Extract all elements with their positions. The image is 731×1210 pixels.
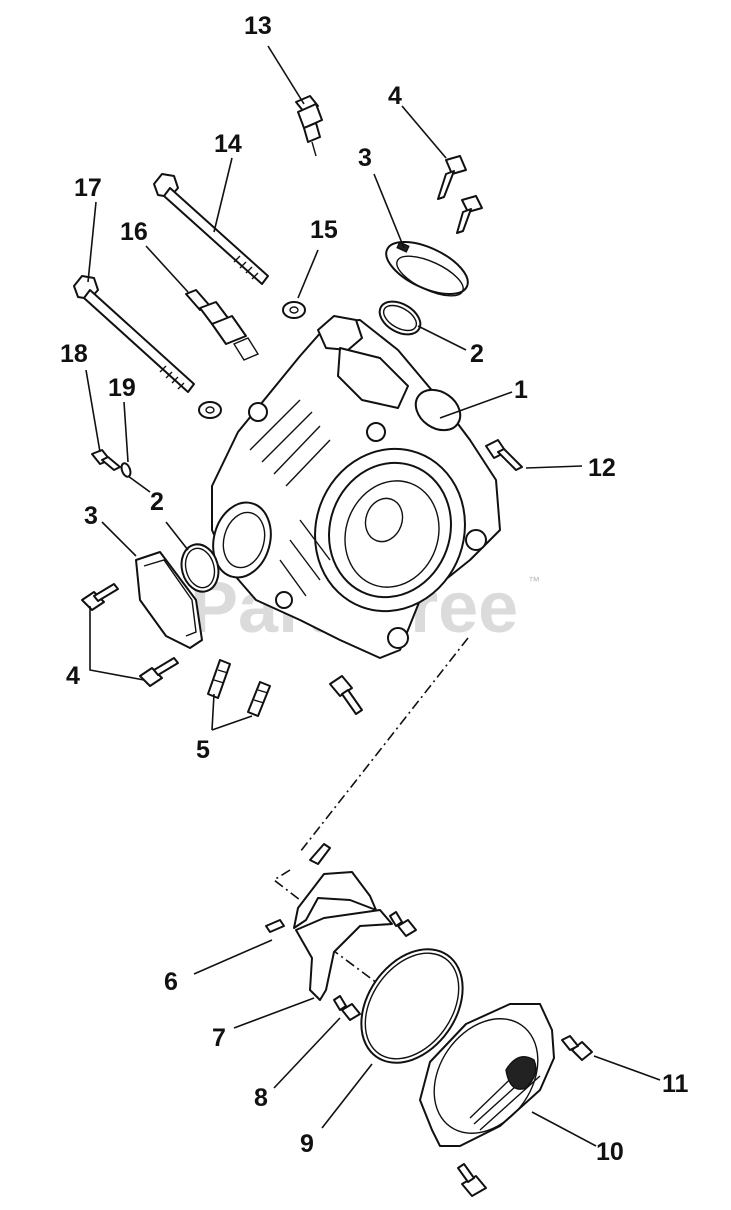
callout-1: 1	[514, 376, 528, 404]
part-12-screw[interactable]	[485, 439, 523, 471]
part-14-long-bolt[interactable]	[153, 173, 269, 285]
part-10-end-cover[interactable]	[413, 999, 559, 1153]
callout-13: 13	[244, 12, 272, 40]
part-3-top-cover[interactable]	[379, 231, 476, 304]
callout-19: 19	[108, 374, 136, 402]
callout-2-right: 2	[470, 340, 484, 368]
part-11-screw[interactable]	[561, 1035, 593, 1061]
washer-lower[interactable]	[198, 401, 222, 419]
part-15-washer[interactable]	[282, 301, 306, 319]
part-16-spark-plug[interactable]	[185, 289, 260, 361]
part-4-top-screws[interactable]	[437, 155, 483, 234]
callout-labels: 13 4 3 14 17 16 15 2 1 18 19 12 2 3 4 5 …	[60, 12, 689, 1166]
callout-3-left: 3	[84, 502, 98, 530]
callout-11: 11	[662, 1070, 689, 1098]
part-7-bracket[interactable]	[295, 909, 393, 1001]
callout-5: 5	[196, 736, 210, 764]
callout-8: 8	[254, 1084, 268, 1112]
callout-16: 16	[120, 218, 148, 246]
callout-3-top: 3	[358, 144, 372, 172]
part-19-washer[interactable]	[120, 462, 132, 478]
part-17-long-bolt[interactable]	[73, 275, 195, 393]
callout-9: 9	[300, 1130, 314, 1158]
part-13-sensor[interactable]	[295, 95, 323, 157]
head-screw-lower[interactable]	[329, 675, 363, 715]
part-1-cylinder-head[interactable]	[205, 315, 501, 659]
callout-4-left: 4	[66, 662, 80, 690]
watermark-trademark: ™	[528, 574, 540, 588]
part-11-screw-lower[interactable]	[457, 1163, 487, 1197]
part-8-screw[interactable]	[333, 995, 361, 1021]
leader-lines	[85, 45, 661, 1147]
callout-6: 6	[164, 968, 178, 996]
callout-14: 14	[214, 130, 242, 158]
callout-7: 7	[212, 1024, 226, 1052]
part-8-screw-upper[interactable]	[389, 911, 417, 937]
part-3-left-cover[interactable]	[135, 551, 203, 649]
callout-18: 18	[60, 340, 88, 368]
part-9-o-ring[interactable]	[340, 930, 483, 1082]
part-2-right-o-ring[interactable]	[374, 295, 426, 341]
part-4-left-screws[interactable]	[81, 583, 179, 687]
part-2-left-o-ring[interactable]	[176, 540, 223, 596]
part-18-screw[interactable]	[91, 449, 121, 471]
part-6-bracket[interactable]	[265, 843, 377, 933]
callout-4-top: 4	[388, 82, 402, 110]
callout-15: 15	[310, 216, 338, 244]
callout-12: 12	[588, 454, 616, 482]
callout-2-left: 2	[150, 488, 164, 516]
callout-10: 10	[596, 1138, 624, 1166]
callout-17: 17	[74, 174, 102, 202]
part-5-studs[interactable]	[207, 659, 271, 717]
